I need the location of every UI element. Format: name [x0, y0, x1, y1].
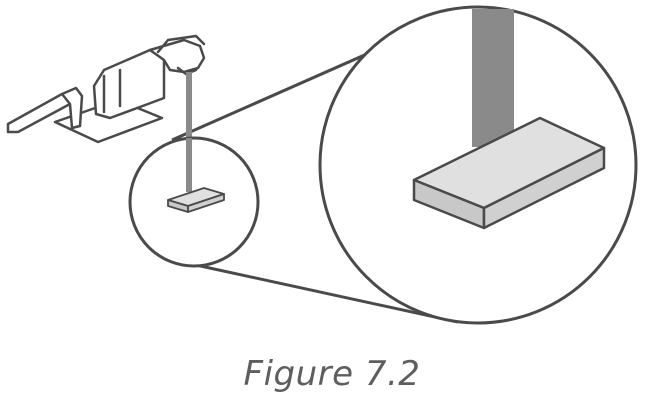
connector-bottom [181, 260, 459, 324]
faucet-pipe-joint [60, 86, 84, 130]
faucet-spout [148, 38, 206, 74]
faucet-body [92, 48, 166, 120]
block-plate-small [167, 187, 225, 213]
block-small-side [187, 193, 225, 213]
block-large-side [482, 146, 606, 230]
faucet-icon [6, 34, 206, 144]
water-stream-small [186, 72, 192, 190]
figure-caption: Figure 7.2 [243, 354, 421, 394]
block-plate-large [412, 116, 606, 230]
faucet-handle [156, 34, 206, 54]
water-stream-small-inner [186, 138, 192, 192]
faucet-pipe [6, 92, 72, 134]
faucet-body-face [102, 68, 122, 114]
water-stream-large [472, 9, 514, 147]
